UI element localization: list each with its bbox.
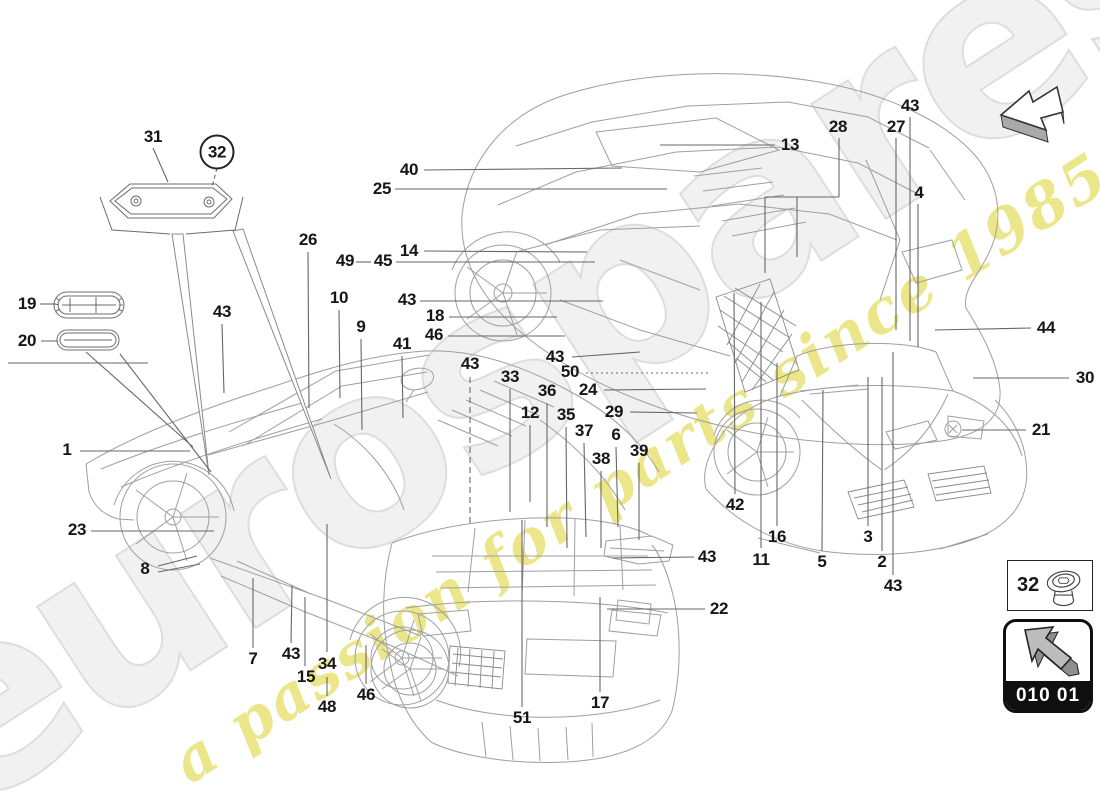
plate-pointer-wedges [171, 228, 332, 480]
nameplate-badge-lower [56, 329, 120, 351]
leader-lines [8, 117, 1069, 707]
leader-line [611, 556, 695, 559]
fastener-inset-box: 32 [1007, 560, 1093, 611]
leader-line [401, 355, 404, 419]
leader-line [119, 353, 212, 473]
leader-line [571, 351, 641, 358]
leader-line [733, 292, 736, 495]
rear-bumper-grille [447, 645, 506, 690]
leader-line [85, 351, 194, 448]
leader-line [565, 426, 568, 549]
leader-line [615, 446, 619, 528]
leader-line [821, 389, 824, 552]
leader-line [157, 563, 201, 573]
leader-line [157, 555, 198, 567]
diagram-code-box: 010 01 [1003, 619, 1093, 713]
leader-line [423, 250, 588, 253]
leader-line [211, 167, 218, 188]
leader-line [338, 309, 341, 399]
type-plate-drawing [99, 183, 244, 235]
car-front-three-quarter-view [85, 350, 660, 706]
leader-line [290, 584, 293, 644]
leader-line [221, 323, 225, 394]
leader-line [423, 167, 623, 171]
leader-line [629, 411, 698, 414]
leader-line [583, 442, 587, 538]
brand-shield-badge [944, 420, 962, 438]
car-front-view [704, 342, 1028, 555]
leader-line [603, 388, 707, 391]
car-top-aerial-view [451, 73, 1001, 446]
fastener-number: 32 [1017, 574, 1040, 596]
leader-line [360, 338, 363, 431]
front-bumper-vents [847, 465, 992, 520]
side-intake-grille [715, 278, 800, 393]
nameplate-badge-upper [53, 291, 125, 319]
leader-line [307, 251, 310, 409]
car-rear-view [370, 517, 680, 764]
screw-icon [1046, 570, 1081, 606]
direction-arrow-icon [999, 85, 1065, 143]
leader-line [152, 147, 169, 183]
arrow-up-left-icon [1024, 625, 1080, 677]
diagram-code: 010 01 [1006, 681, 1090, 710]
leader-line [934, 327, 1032, 331]
